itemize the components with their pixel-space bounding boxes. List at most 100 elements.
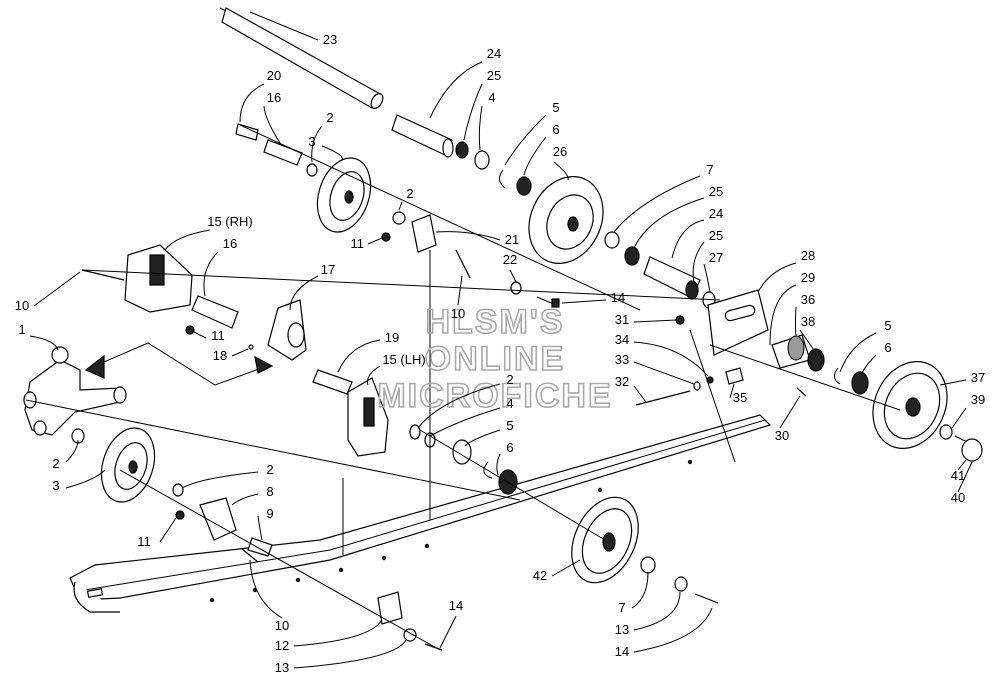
callout-p35: 35 [733,390,747,405]
leader-line-p10b [33,271,81,307]
leader-line-p11b [193,331,207,339]
leader-line-p31 [633,319,677,323]
leader-line-p24b [671,219,705,259]
upper-shaft [219,7,384,109]
leader-line-p25c [692,241,705,283]
leader-line-p2a [311,125,323,163]
callout-p25a: 25 [487,68,501,83]
callout-p26: 26 [553,144,567,159]
leader-line-p29 [769,284,797,346]
callout-p25c: 25 [709,228,723,243]
leader-line-p25b [633,197,705,249]
callout-p28: 28 [801,248,815,263]
callout-p5a: 5 [552,100,559,115]
callout-p40: 40 [951,490,965,505]
callout-p14a: 14 [611,290,625,305]
rear-spoked-wheel [872,361,983,462]
upper-pins [235,123,318,177]
callout-p33: 33 [615,352,629,367]
leader-line-p4b [429,407,501,437]
callout-p42: 42 [533,568,547,583]
callout-p1: 1 [18,322,25,337]
callout-p6a: 6 [552,122,559,137]
callout-p4b: 4 [506,396,513,411]
callout-p39: 39 [971,392,985,407]
leader-line-p40 [957,461,973,493]
leader-line-p2e [181,471,259,489]
front-arm-bracket-rh [81,244,239,335]
leader-line-p25a [463,83,483,141]
leader-line-p18 [231,348,249,357]
leader-line-p34 [633,341,709,377]
callout-p2a: 2 [326,110,333,125]
leader-line-p3a [321,145,343,161]
callout-p38: 38 [801,314,815,329]
leader-line-p13a [293,639,407,669]
callout-p11a: 11 [351,236,365,251]
callout-p41: 41 [951,468,965,483]
callout-p17: 17 [321,262,335,277]
callout-p14c: 14 [615,644,629,659]
callout-p10a: 10 [451,306,465,321]
leader-line-p13b [633,591,681,631]
callout-p4a: 4 [488,90,495,105]
leader-line-p4a [478,105,483,151]
assembly-lines [25,124,901,651]
leader-line-p23 [249,11,319,41]
leader-line-p14b [439,615,457,649]
callout-p16a: 16 [267,90,281,105]
leader-line-p7a [613,175,701,233]
callout-p20: 20 [267,68,281,83]
leader-line-p5a [504,114,547,166]
callout-p6b: 6 [884,340,891,355]
leader-line-p16b [203,251,219,297]
leader-line-p6a [523,136,547,176]
callout-p25b: 25 [709,184,723,199]
leader-line-p27 [703,263,711,293]
leader-line-p9 [257,515,263,541]
callout-p15lh: 15 (LH) [382,352,425,367]
leader-line-p16a [263,105,283,147]
callout-p32: 32 [615,374,629,389]
callout-p5c: 5 [506,418,513,433]
leader-line-p7b [631,571,649,609]
leader-line-p35 [729,383,735,399]
rear-axle-plate [635,289,869,406]
callout-p21: 21 [505,232,519,247]
callout-p2e: 2 [266,462,273,477]
leader-line-p26 [553,161,569,181]
leader-line-p15lh [367,365,381,386]
leader-line-p37 [939,379,967,386]
callout-p2d: 2 [52,456,59,471]
leader-line-p8 [231,493,259,506]
callout-p12: 12 [275,638,289,653]
leader-line-p11a [367,237,383,245]
leader-line-p11c [159,517,177,543]
watermark-line-3: MICROFICHE [377,377,612,415]
leader-line-p14a [561,299,607,304]
leader-line-p30 [779,395,801,429]
leader-line-p39 [951,407,967,429]
leader-line-p14c [633,607,713,653]
leader-line-p10c [249,559,283,619]
callout-p3b: 3 [52,478,59,493]
leader-line-p22 [509,269,517,283]
callout-p7a: 7 [706,162,713,177]
callout-p16b: 16 [223,236,237,251]
callout-p24b: 24 [709,206,723,221]
callout-p10b: 10 [15,298,29,313]
callout-p2b: 2 [406,186,413,201]
callout-p23: 23 [323,32,337,47]
leader-line-p3b [65,469,106,489]
pivot-arm [248,299,353,395]
callout-p29: 29 [801,270,815,285]
front-arm [23,346,127,444]
callout-p36: 36 [801,292,815,307]
leader-line-p2b [398,201,403,211]
callout-p27: 27 [709,250,723,265]
leader-line-p5b [839,332,877,373]
callout-p13b: 13 [615,622,629,637]
leader-line-p42 [551,559,581,577]
